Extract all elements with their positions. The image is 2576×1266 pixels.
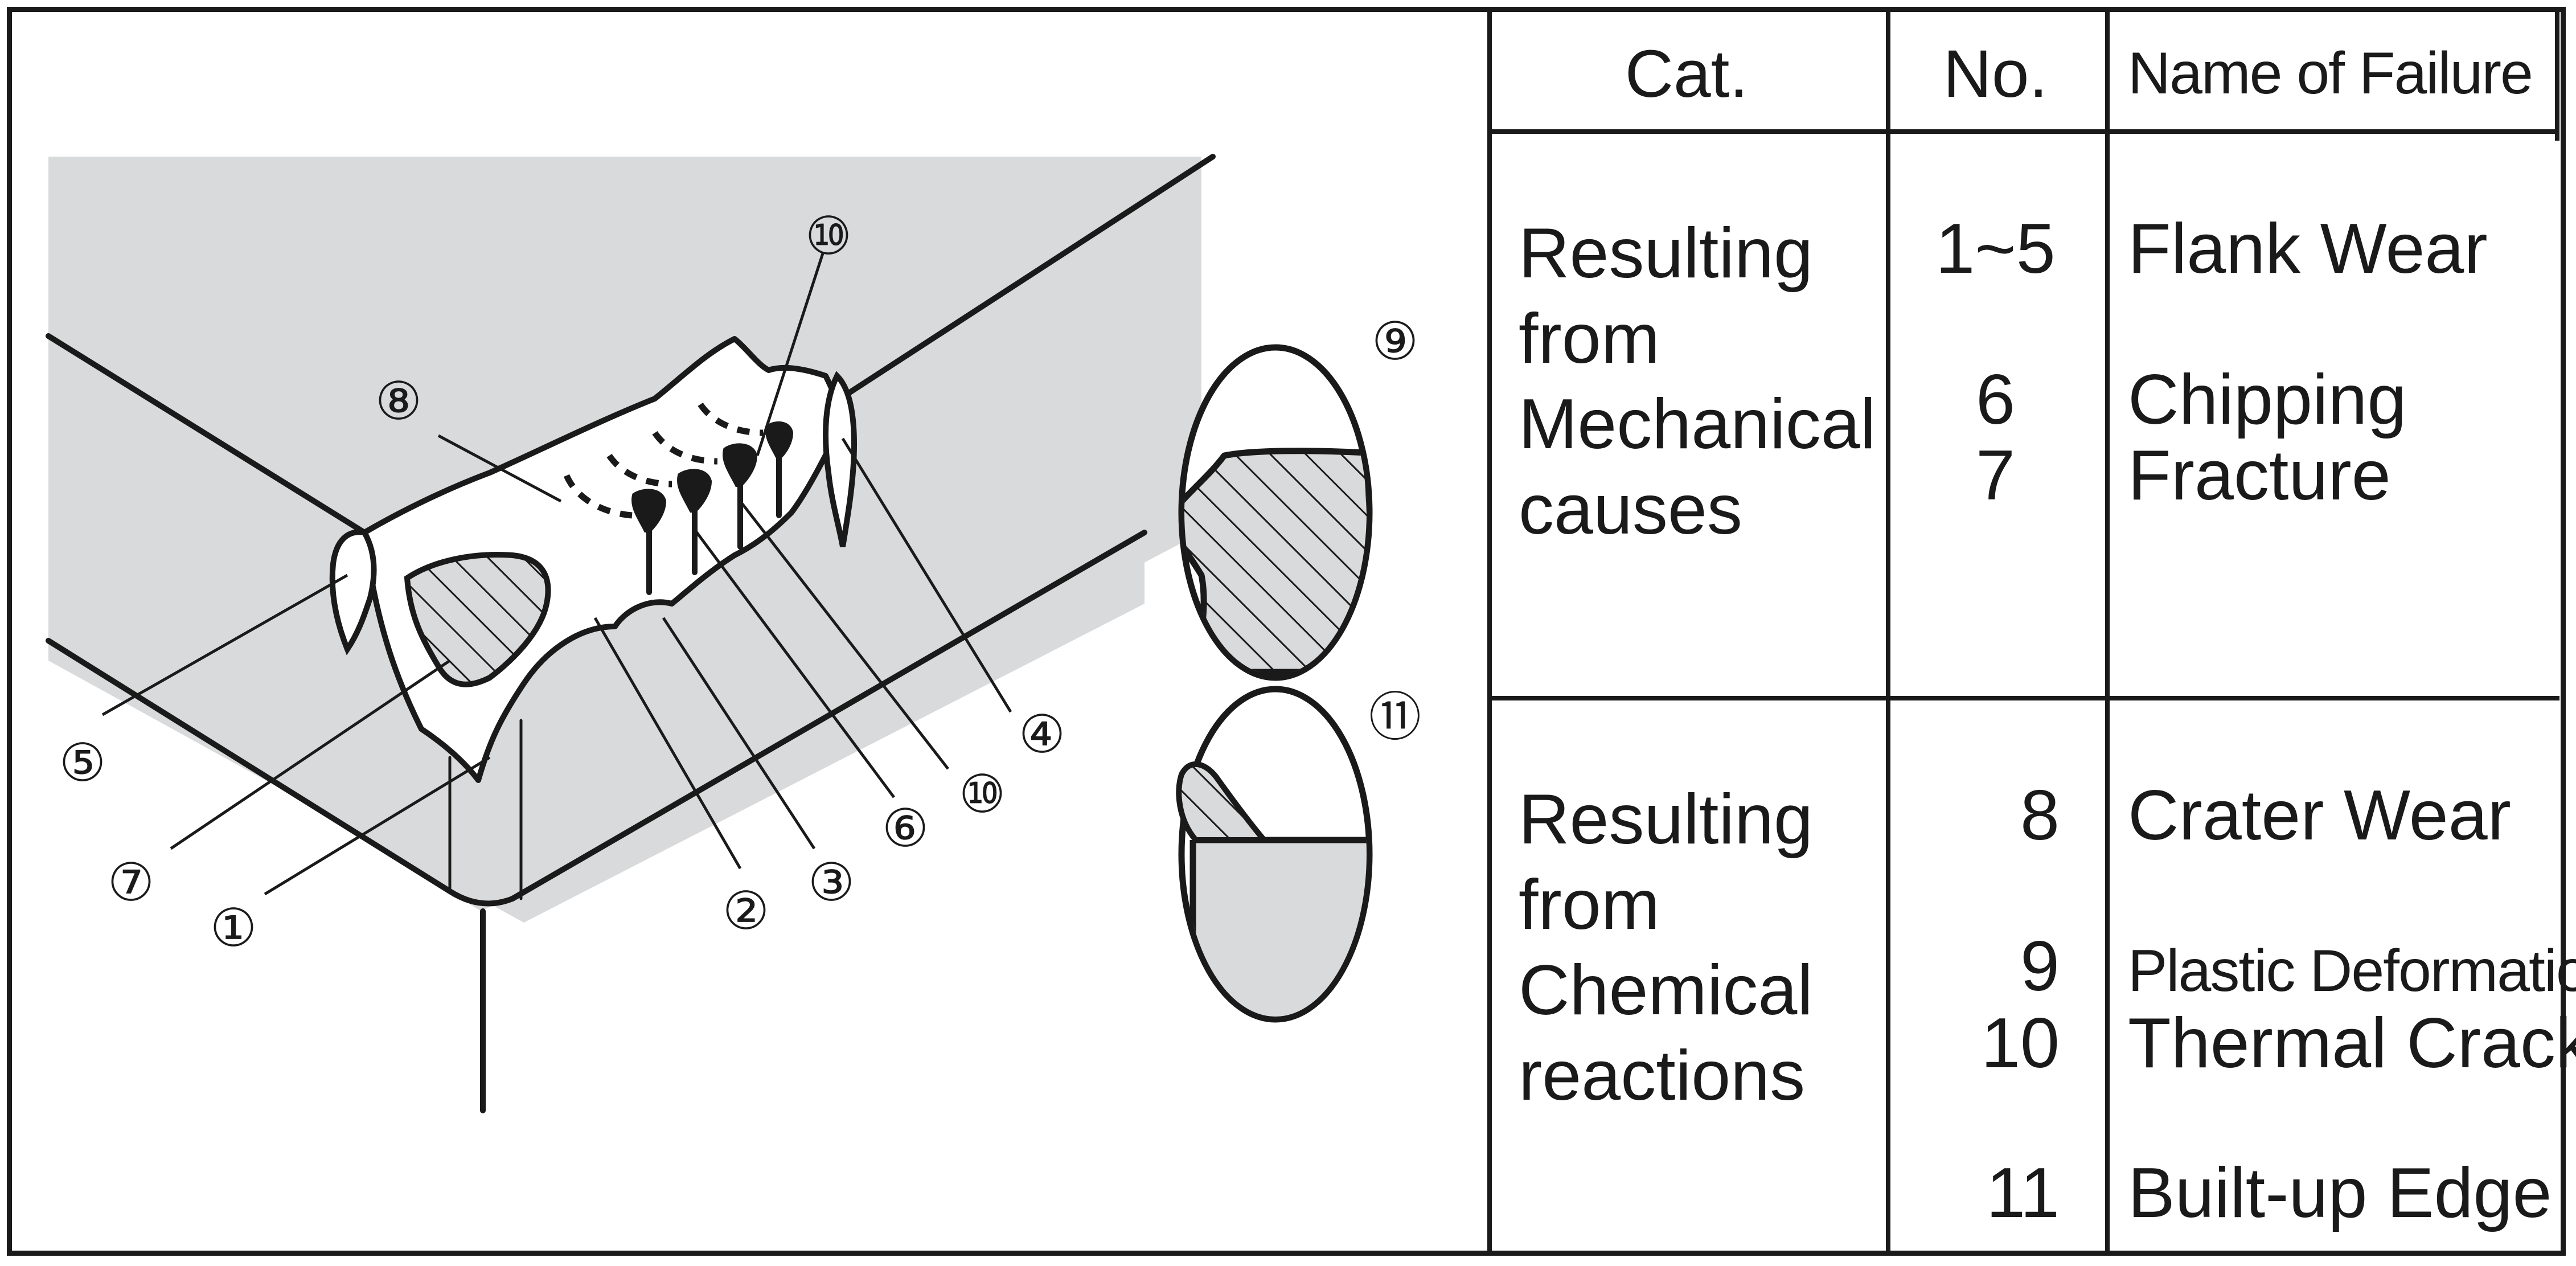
leader-10b	[756, 253, 825, 456]
crater-dash-3	[652, 431, 718, 465]
row-9-no: 9	[2020, 927, 2060, 1006]
edge-lower-right	[510, 530, 1147, 902]
left-lip	[329, 529, 377, 655]
group-1-category-line-2: from	[1519, 300, 1660, 378]
leader-1	[264, 756, 491, 896]
row-7-no: 7	[1976, 436, 2015, 515]
row-8-name: Crater Wear	[2128, 776, 2511, 855]
edge-top-right	[828, 154, 1216, 407]
leader-5	[101, 573, 348, 716]
outer-frame	[7, 7, 2566, 1256]
group-2-category-line-2: from	[1519, 866, 1660, 944]
callout-7: ⑦	[107, 852, 155, 913]
callout-5: ⑤	[59, 732, 106, 793]
callout-1: ①	[210, 898, 257, 958]
group-1-category-line-3: Mechanical	[1519, 385, 1876, 464]
leader-10a	[739, 500, 949, 770]
callout-2: ②	[722, 880, 770, 941]
leader-4	[841, 437, 1012, 713]
group-1-category-line-1: Resulting	[1519, 214, 1813, 293]
crater-dash-4	[698, 402, 764, 436]
callout-10-lower: ⑩	[958, 764, 1006, 825]
callout-6: ⑥	[881, 798, 929, 859]
crater-dash-2	[606, 453, 672, 487]
callout-3: ③	[807, 852, 855, 913]
leader-7	[170, 659, 451, 850]
table-header-rule	[1487, 129, 2559, 134]
failure-table: Cat. No. Name of Failure Resulting from …	[1487, 7, 2576, 1256]
right-lip	[823, 371, 858, 547]
fracture-zone	[404, 552, 551, 687]
leader-3	[662, 617, 816, 850]
leader-6	[693, 528, 896, 798]
header-name: Name of Failure	[2128, 40, 2533, 106]
crack-1	[631, 489, 667, 532]
callout-8: ⑧	[375, 371, 423, 432]
table-group-rule	[1487, 696, 2559, 700]
group-2-category-line-4: reactions	[1519, 1036, 1806, 1115]
row-11-name: Built-up Edge	[2128, 1154, 2552, 1232]
leader-8	[437, 434, 562, 503]
header-no: No.	[1943, 36, 2048, 112]
row-1-5-name: Flank Wear	[2128, 210, 2488, 288]
detail-plastic-deformation	[1178, 344, 1373, 681]
callout-10-upper: ⑩	[805, 206, 852, 267]
row-10-no: 10	[1981, 1004, 2060, 1083]
row-8-no: 8	[2020, 776, 2060, 855]
group-2-category-line-1: Resulting	[1519, 780, 1813, 859]
row-7-name: Fracture	[2128, 436, 2391, 515]
leader-2	[593, 617, 742, 870]
callout-9: ⑨	[1371, 311, 1419, 372]
edge-top-left	[46, 333, 367, 535]
table-right-rule	[2555, 7, 2559, 141]
crack-3	[723, 443, 758, 487]
row-11-no: 11	[1986, 1154, 2060, 1232]
group-2-category-line-3: Chemical	[1519, 951, 1813, 1030]
group-1-category-line-4: causes	[1519, 470, 1742, 549]
table-col-rule-2	[2105, 7, 2110, 1256]
row-10-name: Thermal Crack	[2128, 1004, 2576, 1083]
row-9-name: Plastic Deformation	[2128, 938, 2576, 1004]
row-6-no: 6	[1976, 360, 2015, 439]
edge-lower-left	[46, 638, 515, 907]
row-6-name: Chipping	[2128, 360, 2407, 439]
callout-4: ④	[1018, 704, 1066, 765]
detail-built-up-edge	[1176, 686, 1373, 1023]
header-cat: Cat.	[1625, 36, 1749, 112]
crater-dash-1	[563, 474, 633, 519]
crack-2	[677, 469, 712, 513]
callout-11: ⑪	[1368, 687, 1422, 748]
row-1-5-no: 1~5	[1935, 210, 2056, 288]
table-col-rule-1	[1886, 7, 1890, 1256]
table-left-rule	[1487, 7, 1492, 1256]
crack-4	[765, 421, 794, 458]
